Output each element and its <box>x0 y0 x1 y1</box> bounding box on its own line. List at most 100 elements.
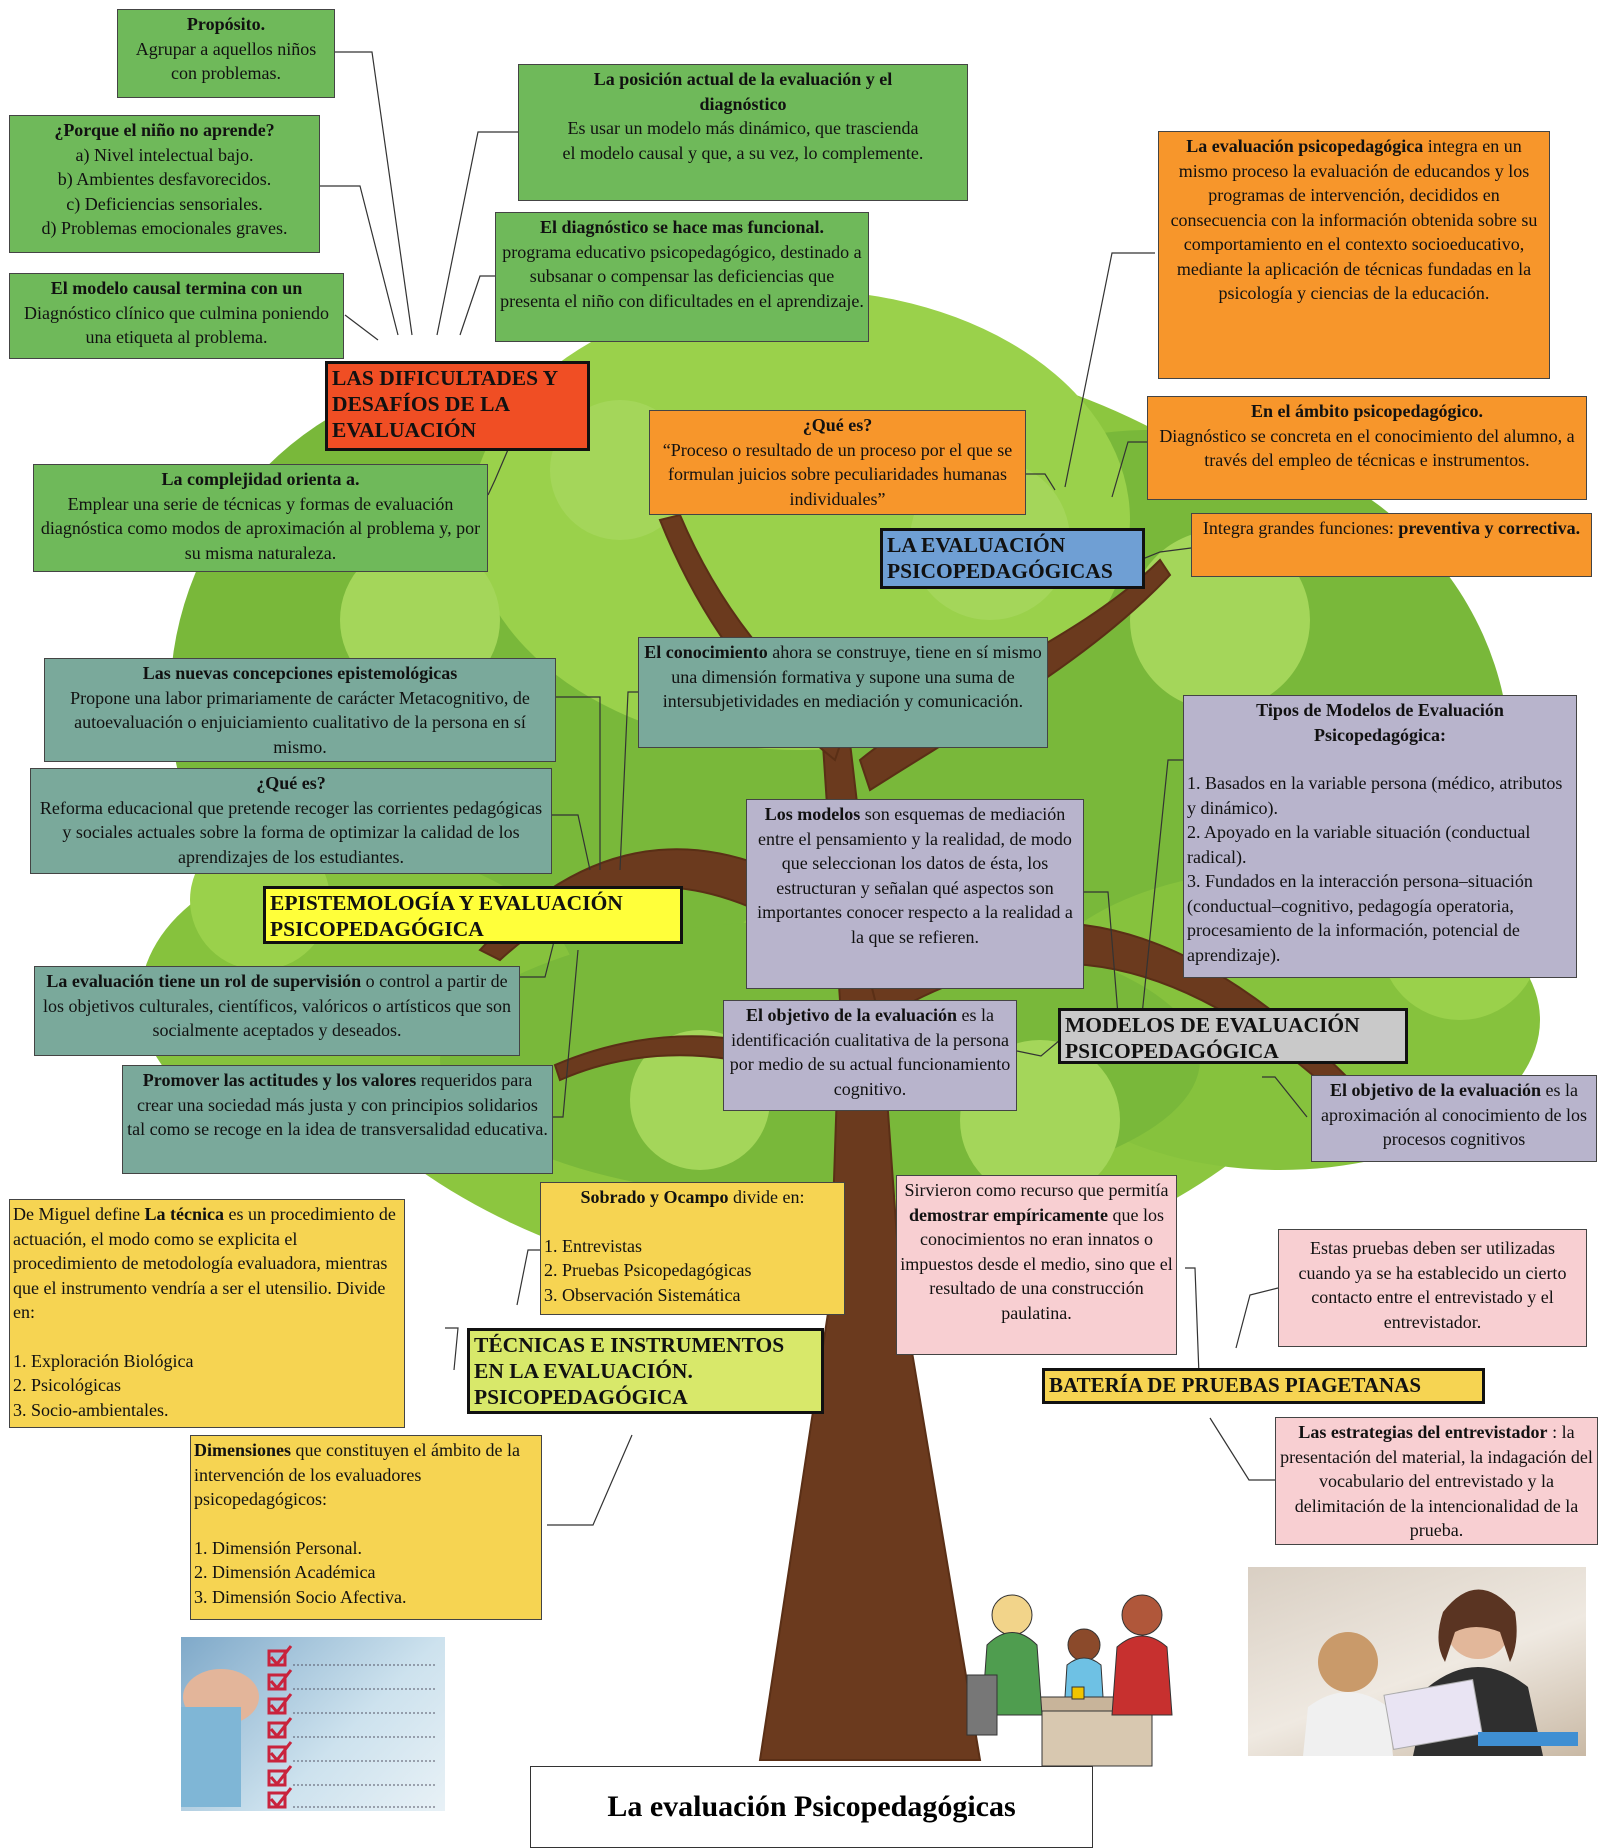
pruebas-text: Estas pruebas deben ser utilizadas cuand… <box>1298 1238 1567 1332</box>
miguel-item: 3. Socio-ambientales. <box>13 1399 169 1420</box>
complejidad-text: Emplear una serie de técnicas y formas d… <box>40 493 481 563</box>
header-modelos: MODELOS DE EVALUACIÓN PSICOPEDAGÓGICA <box>1058 1008 1408 1064</box>
porque-item: a) Nivel intelectual bajo. <box>75 144 254 165</box>
sirvieron-box: Sirvieron como recurso que permitía demo… <box>896 1175 1177 1355</box>
integra-bold: La evaluación psicopedagógica <box>1186 136 1424 156</box>
porque-item: d) Problemas emocionales graves. <box>41 218 288 238</box>
funcional-box: El diagnóstico se hace mas funcional. pr… <box>495 212 869 342</box>
conocimiento-box: El conocimiento ahora se construye, tien… <box>638 637 1048 748</box>
promover-box: Promover las actitudes y los valores req… <box>122 1065 553 1174</box>
pruebas-box: Estas pruebas deben ser utilizadas cuand… <box>1278 1229 1587 1347</box>
nuevas-text: Propone una labor primariamente de carác… <box>70 687 530 757</box>
conocimiento-text: ahora se construye, tiene en sí mismo un… <box>662 642 1042 711</box>
dimensiones-box: Dimensiones que constituyen el ámbito de… <box>190 1435 542 1620</box>
posicion-title: La posición actual de la evaluación y el… <box>593 69 893 114</box>
sirvieron-bold: demostrar empíricamente <box>908 1204 1109 1225</box>
que-es-evaluacion-text: “Proceso o resultado de un proceso por e… <box>662 439 1013 509</box>
promover-bold: Promover las actitudes y los valores <box>142 1070 417 1090</box>
integra-text: integra en un mismo proceso la evaluació… <box>1170 136 1538 303</box>
rol-text: o control a partir de los objetivos cult… <box>43 971 511 1040</box>
objetivo2-box: El objetivo de la evaluación es la aprox… <box>1311 1075 1597 1162</box>
porque-item: c) Deficiencias sensoriales. <box>66 193 263 214</box>
que-es-epistemologia-box: ¿Qué es? Reforma educacional que pretend… <box>30 768 552 874</box>
estrategias-text: : la presentación del material, la indag… <box>1280 1422 1593 1540</box>
complejidad-box: La complejidad orienta a. Emplear una se… <box>33 464 488 572</box>
tipos-item: 1. Basados en la variable persona (médic… <box>1187 773 1563 818</box>
que-es-evaluacion-title: ¿Qué es? <box>802 415 873 435</box>
proposito-text: Agrupar a aquellos niños con problemas. <box>135 38 317 84</box>
que-es-evaluacion-box: ¿Qué es? “Proceso o resultado de un proc… <box>649 410 1026 515</box>
header-epistemologia: EPISTEMOLOGÍA Y EVALUACIÓN PSICOPEDAGÓGI… <box>263 886 683 944</box>
conocimiento-bold: El conocimiento <box>644 642 768 662</box>
miguel-item: 2. Psicológicas <box>13 1375 121 1395</box>
objetivo1-text: es la identificación cualitativa de la p… <box>729 1005 1011 1099</box>
teacher-child-illustration <box>962 1585 1226 1770</box>
estrategias-box: Las estrategias del entrevistador : la p… <box>1275 1417 1598 1545</box>
porque-item: b) Ambientes desfavorecidos. <box>57 169 272 189</box>
modelos-bold: Los modelos <box>764 804 861 824</box>
tipos-box: Tipos de Modelos de Evaluación Psicopeda… <box>1183 695 1577 978</box>
posicion-box: La posición actual de la evaluación y el… <box>518 64 968 201</box>
sirvieron-pre: Sirvieron como recurso que permitía <box>904 1180 1169 1200</box>
dimensiones-item: 1. Dimensión Personal. <box>194 1537 362 1558</box>
estrategias-bold: Las estrategias del entrevistador <box>1298 1422 1548 1442</box>
funciones-bold: preventiva y correctiva. <box>1398 518 1581 538</box>
sobrado-item: 3. Observación Sistemática <box>544 1284 741 1305</box>
promover-text: requeridos para crear una sociedad más j… <box>127 1070 548 1139</box>
dimensiones-text: que constituyen el ámbito de la interven… <box>194 1440 520 1509</box>
checklist-image <box>181 1637 445 1811</box>
teacher-child-photo <box>1248 1567 1586 1756</box>
header-evaluacion: LA EVALUACIÓN PSICOPEDAGÓGICAS <box>880 528 1145 589</box>
tipos-item: 3. Fundados en la interacción persona–si… <box>1187 871 1533 965</box>
nuevas-title: Las nuevas concepciones epistemológicas <box>142 663 458 683</box>
tipos-item: 2. Apoyado en la variable situación (con… <box>1187 822 1531 867</box>
header-tecnicas: TÉCNICAS E INSTRUMENTOS EN LA EVALUACIÓN… <box>467 1328 824 1414</box>
complejidad-title: La complejidad orienta a. <box>161 469 360 489</box>
sobrado-box: Sobrado y Ocampo divide en: 1. Entrevist… <box>540 1182 845 1315</box>
causal-title: El modelo causal termina con un <box>50 278 303 298</box>
nuevas-box: Las nuevas concepciones epistemológicas … <box>44 658 556 762</box>
rol-bold: La evaluación tiene un rol de supervisió… <box>46 971 362 991</box>
sobrado-item: 1. Entrevistas <box>544 1235 642 1256</box>
objetivo2-text: es la aproximación al conocimiento de lo… <box>1321 1080 1587 1149</box>
teacher-photo-icon <box>1303 1589 1578 1756</box>
ambito-box: En el ámbito psicopedagógico. Diagnóstic… <box>1147 396 1587 500</box>
que-es-epistemologia-text: Reforma educacional que pretende recoger… <box>39 797 543 867</box>
sirvieron-text: que los conocimientos no eran innatos o … <box>900 1204 1173 1323</box>
porque-box: ¿Porque el niño no aprende? a) Nivel int… <box>9 115 320 253</box>
funcional-text: programa educativo psicopedagógico, dest… <box>500 241 864 311</box>
proposito-title: Propósito. <box>186 14 266 34</box>
sobrado-bold: Sobrado y Ocampo <box>580 1187 729 1207</box>
modelos-box: Los modelos son esquemas de mediación en… <box>746 799 1084 989</box>
modelos-text: son esquemas de mediación entre el pensa… <box>757 804 1073 947</box>
que-es-epistemologia-title: ¿Qué es? <box>256 773 326 793</box>
header-bateria: BATERÍA DE PRUEBAS PIAGETANAS <box>1042 1368 1485 1404</box>
ambito-text: Diagnóstico se concreta en el conocimien… <box>1159 425 1575 471</box>
miguel-text: es un procedimiento de actuación, el mod… <box>13 1204 396 1322</box>
integra-box: La evaluación psicopedagógica integra en… <box>1158 131 1550 379</box>
miguel-box: De Miguel define La técnica es un proced… <box>9 1199 405 1428</box>
header-dificultades: LAS DIFICULTADES Y DESAFÍOS DE LA EVALUA… <box>325 361 590 451</box>
miguel-item: 1. Exploración Biológica <box>13 1350 194 1371</box>
miguel-pre: De Miguel define <box>13 1204 140 1224</box>
checklist-icon <box>181 1645 436 1809</box>
dimensiones-item: 3. Dimensión Socio Afectiva. <box>194 1586 407 1607</box>
proposito-box: Propósito. Agrupar a aquellos niños con … <box>117 9 335 98</box>
dimensiones-bold: Dimensiones <box>194 1440 292 1460</box>
objetivo1-box: El objetivo de la evaluación es la ident… <box>723 1000 1017 1111</box>
funcional-title: El diagnóstico se hace mas funcional. <box>539 217 825 237</box>
sobrado-item: 2. Pruebas Psicopedagógicas <box>544 1260 752 1280</box>
causal-text: Diagnóstico clínico que culmina poniendo… <box>24 302 329 348</box>
sobrado-text: divide en: <box>733 1187 805 1207</box>
page-title: La evaluación Psicopedagógicas <box>530 1766 1093 1848</box>
rol-box: La evaluación tiene un rol de supervisió… <box>34 966 520 1056</box>
ambito-title: En el ámbito psicopedagógico. <box>1250 401 1483 421</box>
people-table-icon <box>966 1594 1173 1767</box>
porque-title: ¿Porque el niño no aprende? <box>54 120 275 140</box>
posicion-text: Es usar un modelo más dinámico, que tras… <box>562 118 924 163</box>
funciones-box: Integra grandes funciones: preventiva y … <box>1191 513 1592 577</box>
tipos-title: Tipos de Modelos de Evaluación Psicopeda… <box>1256 700 1504 745</box>
objetivo1-bold: El objetivo de la evaluación <box>746 1005 957 1025</box>
objetivo2-bold: El objetivo de la evaluación <box>1330 1080 1541 1100</box>
miguel-bold: La técnica <box>144 1204 224 1224</box>
